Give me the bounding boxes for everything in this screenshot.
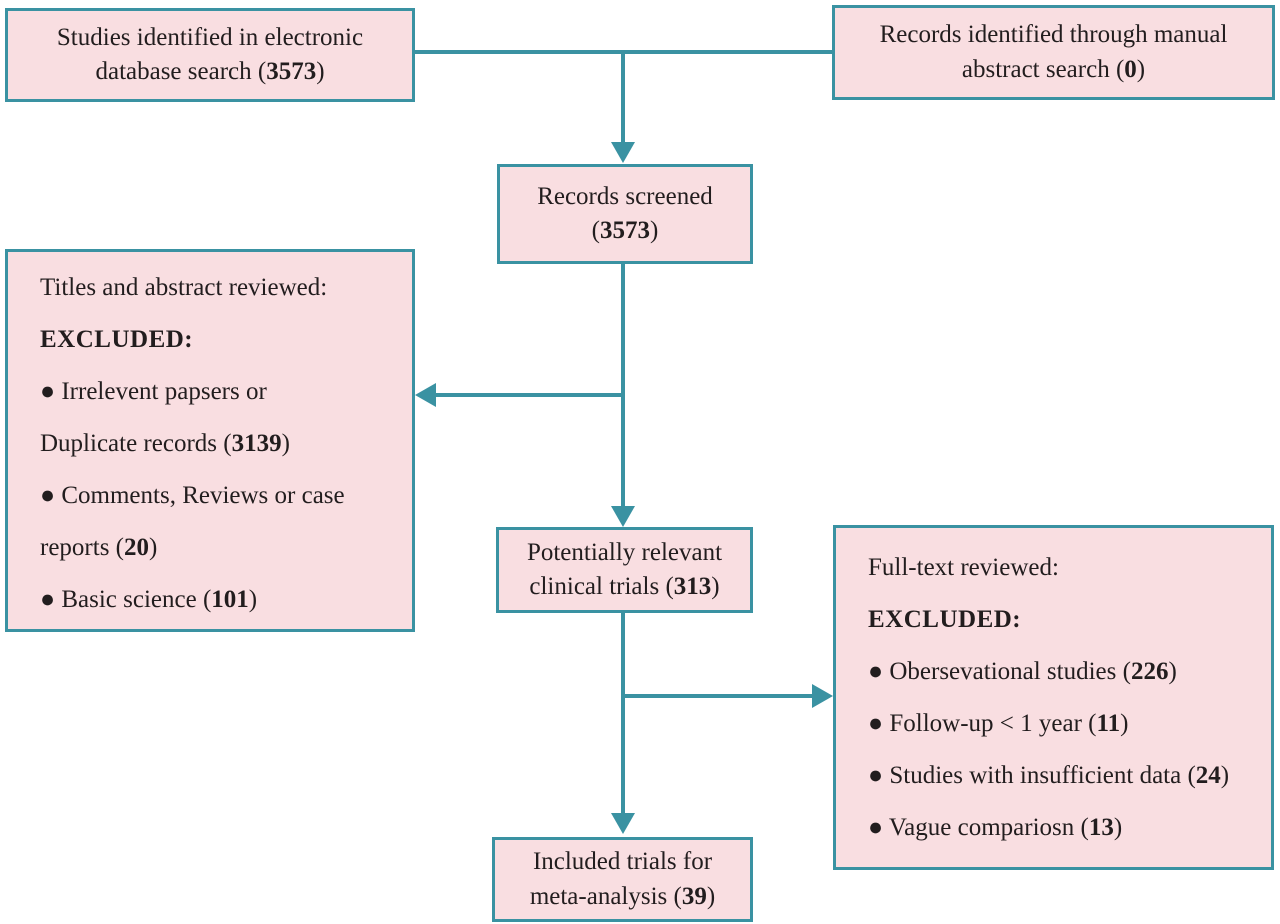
titles-excluded-heading: EXCLUDED: — [40, 326, 194, 353]
box-included-trials: Included trials for meta-analysis (39) — [492, 837, 753, 922]
arrow-left-to-titles-reviewed-icon — [415, 383, 436, 407]
connector-top-vertical — [621, 52, 625, 144]
insufficient-data-count: 24 — [1195, 762, 1221, 789]
box-titles-reviewed-excluded: Titles and abstract reviewed: EXCLUDED: … — [5, 249, 415, 632]
connector-relevant-to-included — [621, 613, 625, 815]
records-screened-count: 3573 — [600, 217, 650, 244]
observational-count: 226 — [1130, 658, 1169, 685]
box-database-search-text: Studies identified in electronic databas… — [56, 23, 364, 86]
manual-search-label: Records identified through manual abstra… — [879, 21, 1228, 83]
connector-branch-right — [623, 694, 813, 698]
connector-screened-to-relevant — [621, 263, 625, 508]
fulltext-excluded-heading: EXCLUDED: — [868, 606, 1022, 633]
included-trials-count: 39 — [681, 882, 707, 910]
followup-count: 11 — [1096, 710, 1121, 737]
box-database-search: Studies identified in electronic databas… — [5, 8, 415, 102]
excluded-item-irrelevant-line1: ● Irrelevent papsers or — [40, 378, 267, 405]
box-records-screened-text: Records screened (3573) — [537, 182, 713, 245]
titles-reviewed-heading: Titles and abstract reviewed: — [40, 274, 328, 301]
database-search-label: Studies identified in electronic databas… — [56, 23, 364, 86]
excluded-item-vague-comparison: ● Vague compariosn (13) — [868, 814, 1123, 841]
box-potentially-relevant: Potentially relevant clinical trials (31… — [496, 527, 753, 613]
excluded-item-comments-line2: reports (20) — [40, 534, 158, 561]
excluded-item-observational: ● Obersevational studies (226) — [868, 658, 1177, 685]
box-manual-search-text: Records identified through manual abstra… — [879, 21, 1228, 83]
manual-search-count: 0 — [1124, 55, 1137, 83]
arrow-right-to-fulltext-reviewed-icon — [812, 684, 833, 708]
arrow-down-to-included-trials-icon — [611, 813, 635, 834]
arrow-down-to-potentially-relevant-icon — [611, 506, 635, 527]
potentially-relevant-count: 313 — [673, 573, 712, 600]
excluded-item-comments-line1: ● Comments, Reviews or case — [40, 482, 345, 509]
box-manual-search: Records identified through manual abstra… — [832, 5, 1275, 100]
box-included-trials-text: Included trials for meta-analysis (39) — [529, 848, 716, 910]
excluded-item-followup: ● Follow-up < 1 year (11) — [868, 710, 1129, 737]
records-screened-label: Records screened ( — [537, 182, 713, 245]
excluded-item-basic-science: ● Basic science (101) — [40, 586, 258, 613]
box-records-screened: Records screened (3573) — [497, 164, 753, 264]
vague-comparison-count: 13 — [1088, 814, 1114, 841]
box-fulltext-reviewed-excluded: Full-text reviewed: EXCLUDED: ● Oberseva… — [833, 525, 1274, 870]
excluded-item-irrelevant-line2: Duplicate records (3139) — [40, 430, 290, 457]
arrow-down-to-records-screened-icon — [611, 142, 635, 163]
connector-branch-left — [434, 393, 623, 397]
duplicate-records-count: 3139 — [231, 430, 282, 457]
case-reports-count: 20 — [124, 534, 149, 561]
basic-science-count: 101 — [211, 586, 249, 613]
database-search-count: 3573 — [266, 58, 317, 85]
included-trials-label: Included trials for meta-analysis ( — [529, 848, 713, 910]
box-potentially-relevant-text: Potentially relevant clinical trials (31… — [526, 538, 723, 601]
excluded-item-insufficient-data: ● Studies with insufficient data (24) — [868, 762, 1230, 789]
fulltext-reviewed-heading: Full-text reviewed: — [868, 554, 1059, 581]
potentially-relevant-label: Potentially relevant clinical trials ( — [526, 538, 723, 601]
